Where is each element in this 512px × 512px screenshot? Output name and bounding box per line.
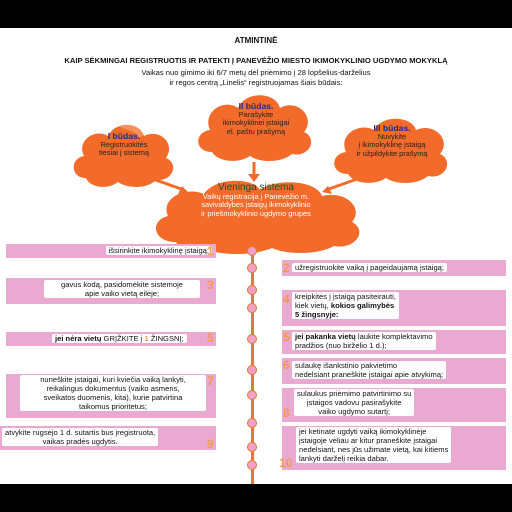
step-5-left-c: 1 <box>144 334 149 343</box>
step-9-number: 9 <box>207 437 214 451</box>
way-3-line-3: ir užpildykite prašymą <box>356 148 428 158</box>
way-1-text: I būdas. Registruokitės tiesiai į sistem… <box>74 132 174 158</box>
step-5-right-text: jei pakanka vietų laukite komplektavimo … <box>292 332 436 350</box>
step-5-left-text: jei nėra vietų GRĮŽKITE į 1 ŽINGSNĮ; <box>52 334 187 343</box>
step-1-text: išsirinkite ikimokyklinę įstaigą; <box>105 246 212 255</box>
way-3-title: III būdas. <box>373 123 411 133</box>
arrows <box>149 162 361 194</box>
step-6-text: sulaukę išankstinio pakvietimo nedelsian… <box>292 361 447 379</box>
step-8-line-3: vaiko ugdymo sutartį; <box>318 407 391 416</box>
step-5-right-number: 5 <box>283 330 290 344</box>
way-1-cloud <box>73 121 174 187</box>
step-10-line-4: lankyti darželį reikia dabar. <box>299 454 389 463</box>
way-3-line-2: į ikimokyklinę įstaigą <box>358 140 426 150</box>
step-5-left-number: 5 <box>207 331 214 345</box>
central-title: Vieninga sistema <box>218 182 294 193</box>
way-3-line-1: Nuvykite <box>377 131 407 141</box>
step-9-text: atvykite rugsėjo 1 d. sutartis bus įregi… <box>2 428 159 446</box>
step-3-number: 3 <box>207 278 214 292</box>
central-line-2: savivaldybės įstaigų ikimokyklinio <box>201 200 311 210</box>
step-3-node <box>247 285 257 295</box>
arrow-3-head-icon <box>322 186 332 194</box>
arrow-1-icon <box>149 176 185 192</box>
step-6-line-1: sulaukę išankstinio pakvietimo <box>295 361 398 370</box>
step-4-number: 4 <box>283 292 290 306</box>
step-7-line-1: nuneškite įstaigai, kuri kviečia vaiką l… <box>40 375 186 384</box>
way-3-cloud <box>334 118 448 183</box>
step-5-right-b: laukite komplektavimo <box>355 332 433 341</box>
step-3-line-2: apie vaiko vietą eilėje; <box>84 289 160 298</box>
way-1-line-2: tiesiai į sistemą <box>98 148 150 158</box>
step-10-node <box>247 460 257 470</box>
step-5-left-b: GRĮŽKITE į <box>101 334 145 343</box>
step-1-node <box>247 246 257 256</box>
step-7-node <box>247 390 257 400</box>
step-8-line-1: sulaukus priėmimo patvirtinimo su <box>297 389 412 398</box>
step-10-number: 10 <box>279 456 293 470</box>
step-8-number: 8 <box>283 406 290 420</box>
step-6-number: 6 <box>283 358 290 372</box>
way-1-title: I būdas. <box>107 131 141 141</box>
way-2-line-1: Parašykite <box>238 109 274 119</box>
way-3-text: III būdas. Nuvykite į ikimokyklinę įstai… <box>332 124 452 158</box>
step-8-node <box>247 418 257 428</box>
way-2-title: II būdas. <box>238 101 274 111</box>
step-3-line-1: gavus kodą, pasidomėkite sistemoje <box>61 280 183 289</box>
step-8-text: sulaukus priėmimo patvirtinimo su įstaig… <box>294 389 415 416</box>
step-3-text: gavus kodą, pasidomėkite sistemoje apie … <box>44 280 200 298</box>
step-4-line-2a: kiek vietų, <box>295 301 331 310</box>
step-10-line-1: jei ketinate ugdyti vaiką ikimokyklinėje <box>299 427 427 436</box>
step-5-right-line-1: jei pakanka vietų laukite komplektavimo <box>295 332 433 341</box>
step-5-left-d: ŽINGSNĮ; <box>148 334 184 343</box>
step-4-line-3: 5 žingsnyje: <box>295 310 339 319</box>
central-line-3: ir priešmokyklinio ugdymo grupes <box>201 208 311 218</box>
step-4-text: kreipkitės į įstaigą pasiteirauti, kiek … <box>292 292 399 319</box>
step-9-line-2: vaikas pradės ugdytis. <box>42 437 118 446</box>
central-line-1: Vaikų registracija į Panevėžio m. <box>202 191 310 201</box>
way-2-cloud <box>198 95 312 161</box>
step-7-line-4: taikomus prioritetus; <box>79 402 147 411</box>
step-2-number: 2 <box>283 261 290 275</box>
step-2-node <box>247 263 257 273</box>
step-4-line-2b: kokios galimybės <box>330 301 395 310</box>
step-10-line-2: įstaigoje vėliau ar kitur praneškite įst… <box>299 436 438 445</box>
step-7-line-2: reikalingus dokumentus (vaiko asmens, <box>46 384 180 393</box>
step-8-line-2: įstaigos vadovu pasirašykite <box>306 398 402 407</box>
step-4-line-2: kiek vietų, kokios galimybės <box>295 301 396 310</box>
intro-line-2: ir regos centrą „Linelis“ registruojamas… <box>169 78 343 87</box>
way-2-line-3: el. paštu prašymą <box>226 126 286 136</box>
step-9-node <box>247 442 257 452</box>
step-2-text: užregistruokite vaiką į pageidaujamą įst… <box>292 263 448 272</box>
step-7-number: 7 <box>207 374 214 388</box>
memo-page: ATMINTINĖ KAIP SĖKMINGAI REGISTRUOTIS IR… <box>0 28 512 484</box>
step-5-right-a: jei pakanka vietų <box>295 332 356 341</box>
central-cloud <box>156 180 360 254</box>
way-2-text: II būdas. Parašykite ikimokyklinei įstai… <box>196 102 316 136</box>
intro-text: Vaikas nuo gimimo iki 6/7 metų dėl priėm… <box>0 68 512 88</box>
arrow-2-head-icon <box>248 174 260 182</box>
way-1-line-1: Registruokitės <box>100 139 148 149</box>
step-4-node <box>247 303 257 313</box>
step-6-node <box>247 365 257 375</box>
arrow-3-icon <box>325 176 361 192</box>
arrow-1-head-icon <box>178 186 188 194</box>
intro-line-1: Vaikas nuo gimimo iki 6/7 metų dėl priėm… <box>141 68 371 77</box>
step-4-line-1: kreipkitės į įstaigą pasiteirauti, <box>295 292 396 301</box>
step-5-node <box>247 334 257 344</box>
step-5-right-line-2: pradžios (nuo birželio 1 d.); <box>295 341 387 350</box>
way-2-line-2: ikimokyklinei įstaigai <box>222 118 290 128</box>
page-subtitle: KAIP SĖKMINGAI REGISTRUOTIS IR PATEKTI Į… <box>64 56 448 65</box>
step-10-line-3: nedelsiant, nes jūs užimate vietą, kai k… <box>299 445 449 454</box>
step-10-text: jei ketinate ugdyti vaiką ikimokyklinėje… <box>296 427 452 463</box>
step-7-text: nuneškite įstaigai, kuri kviečia vaiką l… <box>20 375 206 411</box>
page-title: ATMINTINĖ <box>234 36 278 45</box>
central-text: Vieninga sistema Vaikų registracija į Pa… <box>160 182 352 218</box>
step-7-line-3: sveikatos duomenis, kita), kurie patvirt… <box>43 393 183 402</box>
step-5-left-a: jei nėra vietų <box>55 334 102 343</box>
step-1-number: 1 <box>207 244 214 258</box>
step-6-line-2: nedelsiant praneškite įstaigai apie atvy… <box>295 370 444 379</box>
step-9-line-1: atvykite rugsėjo 1 d. sutartis bus įregi… <box>5 428 156 437</box>
